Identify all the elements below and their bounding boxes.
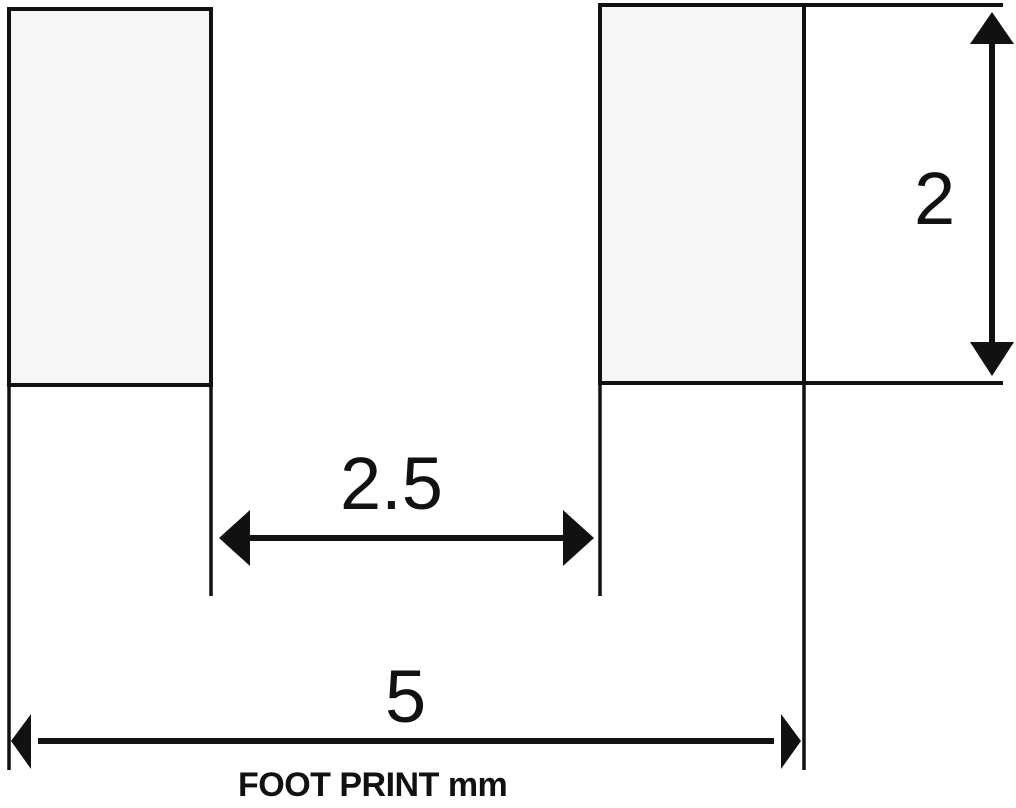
overall-dimension-arrow <box>11 714 801 769</box>
arrow-left-icon <box>11 714 31 769</box>
pad-height-label: 2 <box>914 157 956 240</box>
gap-dimension-arrow <box>219 510 594 566</box>
arrow-left-icon <box>219 510 250 566</box>
overall-width-label: 5 <box>385 655 427 738</box>
footprint-caption: FOOT PRINT mm <box>238 766 508 804</box>
left-pad <box>7 7 213 770</box>
right-pad <box>598 3 806 770</box>
height-dimension-arrow <box>970 12 1014 376</box>
height-extension-lines <box>804 3 1003 385</box>
arrow-right-icon <box>781 714 801 769</box>
arrow-up-icon <box>970 12 1014 44</box>
arrow-down-icon <box>970 342 1014 376</box>
arrow-right-icon <box>563 510 594 566</box>
gap-label: 2.5 <box>340 442 443 525</box>
